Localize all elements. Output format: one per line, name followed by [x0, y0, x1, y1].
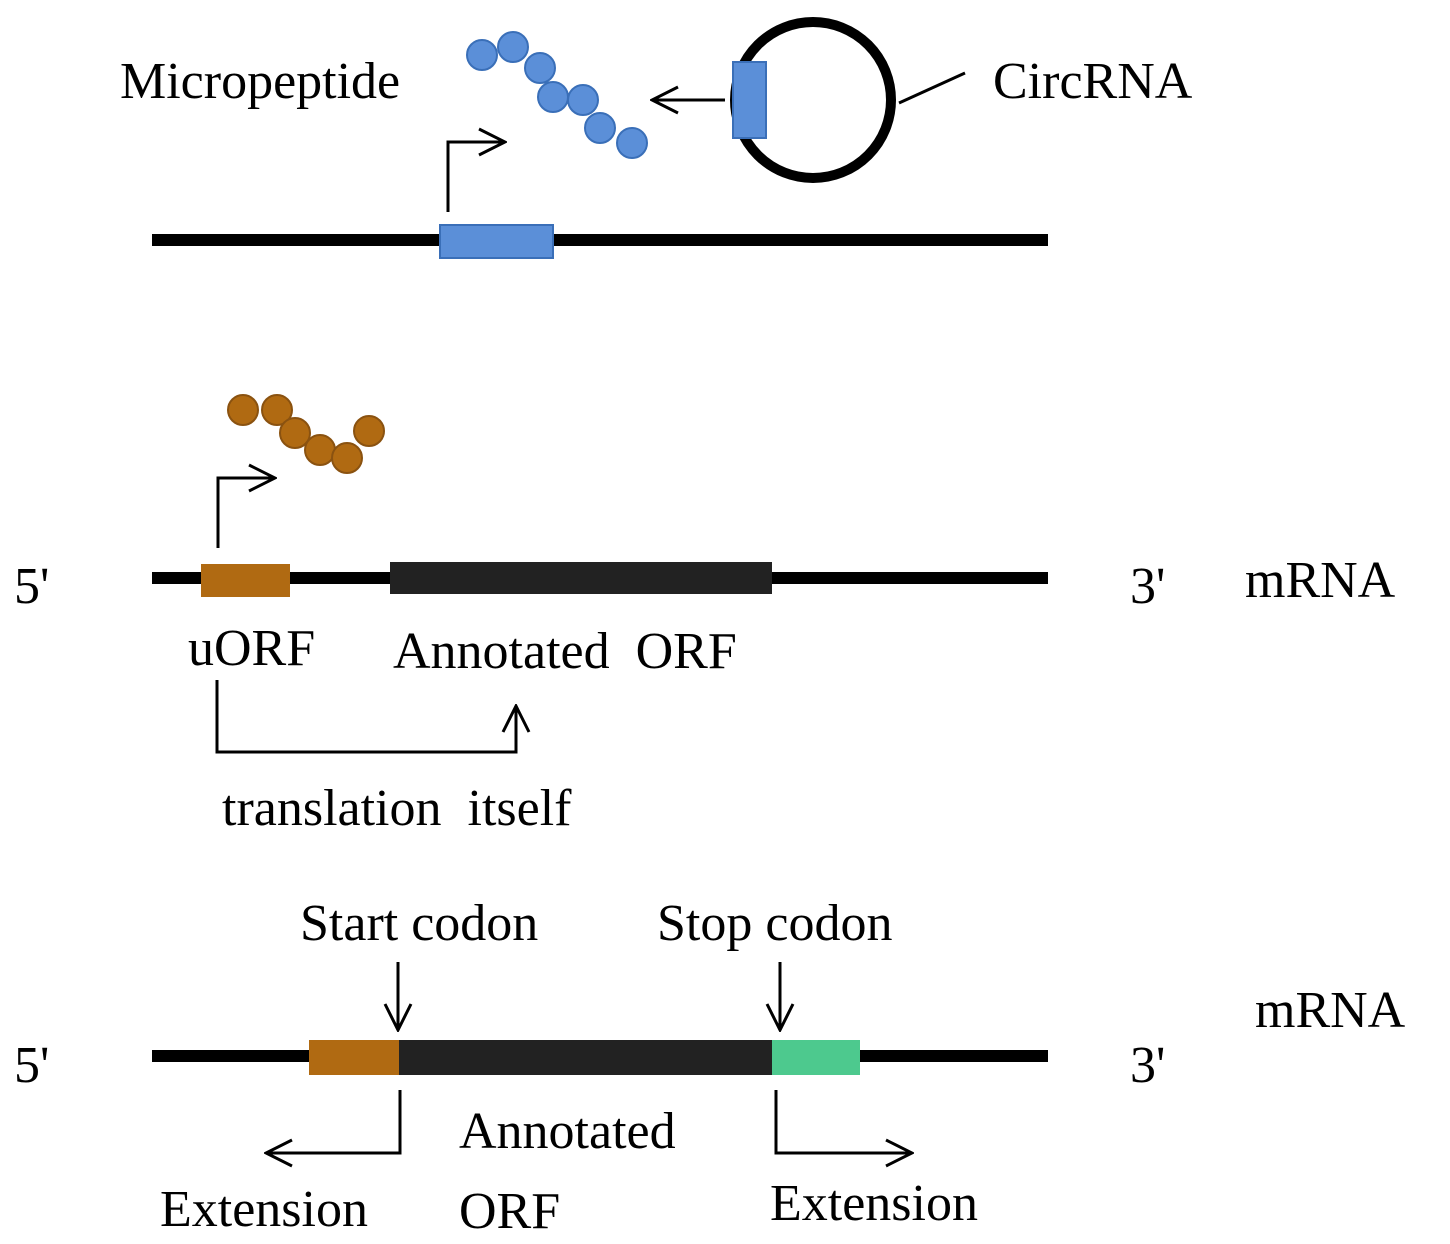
uorf-block — [201, 564, 290, 597]
extension-right-label: Extension — [770, 1175, 978, 1232]
three-prime-label: 3' — [1130, 1037, 1165, 1094]
bead — [616, 127, 648, 159]
circrna-orf-segment — [732, 61, 767, 139]
bead — [497, 31, 529, 63]
bead — [537, 81, 569, 113]
c-extension-arrow — [774, 1090, 912, 1153]
micropeptide-brown-beads — [227, 394, 385, 474]
bead — [584, 112, 616, 144]
mrna-label: mRNA — [1245, 552, 1396, 609]
stop-codon-label: Stop codon — [657, 895, 892, 952]
annotated-orf-label: Annotated ORF — [393, 623, 737, 680]
five-prime-label: 5' — [14, 558, 49, 615]
circrna-label: CircRNA — [993, 53, 1193, 110]
annotated-orf-label-line2: ORF — [459, 1183, 560, 1240]
translation-start-arrow — [446, 142, 505, 212]
bead — [261, 394, 293, 426]
bead — [227, 394, 259, 426]
start-codon-label: Start codon — [300, 895, 538, 952]
three-prime-label: 3' — [1130, 558, 1165, 615]
annotated-orf-block — [390, 562, 772, 594]
uorf-regulation-bracket — [215, 680, 516, 754]
translation-itself-label: translation itself — [222, 780, 572, 837]
bead — [331, 442, 363, 474]
micropeptide-label: Micropeptide — [120, 53, 400, 110]
extension-panel: Start codon Stop codon 5' 3' mRNA Annota… — [14, 895, 1406, 1240]
uorf-label: uORF — [188, 620, 315, 677]
bead — [304, 434, 336, 466]
n-extension-block — [309, 1040, 399, 1075]
uorf-translation-arrow — [216, 478, 275, 548]
bead — [279, 417, 311, 449]
c-extension-block — [772, 1040, 860, 1075]
n-extension-arrow — [266, 1090, 402, 1153]
micropeptide-blue-beads — [466, 31, 648, 159]
extension-left-label: Extension — [160, 1181, 368, 1238]
bead — [353, 415, 385, 447]
circrna-leader-line — [898, 71, 966, 105]
five-prime-label: 5' — [14, 1037, 49, 1094]
circrna-orf-block — [439, 224, 554, 259]
mrna-label: mRNA — [1255, 982, 1406, 1039]
bead — [466, 39, 498, 71]
uorf-panel: 5' 3' mRNA uORF Annotated ORF translatio… — [14, 394, 1396, 837]
annotated-orf-label-line1: Annotated — [459, 1103, 676, 1160]
annotated-orf-block — [399, 1040, 772, 1075]
circrna-panel: Micropeptide CircRNA — [120, 17, 1193, 259]
bead — [567, 84, 599, 116]
bead — [524, 52, 556, 84]
